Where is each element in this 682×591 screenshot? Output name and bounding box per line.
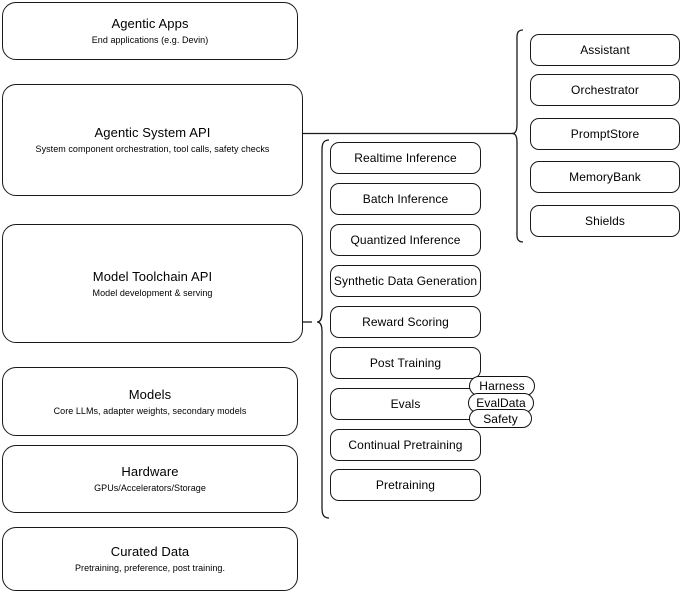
component-label: Post Training [369, 356, 442, 370]
component-box-shields[interactable]: Shields [530, 205, 680, 237]
component-box-quantized-inference[interactable]: Quantized Inference [330, 224, 481, 256]
layer-box-model-toolchain-api[interactable]: Model Toolchain API Model development & … [2, 224, 303, 343]
component-box-evals[interactable]: Evals [330, 388, 481, 420]
component-box-pretraining[interactable]: Pretraining [330, 469, 481, 501]
layer-box-hardware[interactable]: Hardware GPUs/Accelerators/Storage [2, 445, 298, 513]
component-box-post-training[interactable]: Post Training [330, 347, 481, 379]
component-box-continual-pretraining[interactable]: Continual Pretraining [330, 429, 481, 461]
layer-subtitle: Model development & serving [92, 287, 213, 298]
layer-title: Agentic Apps [111, 16, 189, 31]
component-box-reward-scoring[interactable]: Reward Scoring [330, 306, 481, 338]
evals-detail-pill-safety[interactable]: Safety [469, 409, 532, 428]
layer-box-agentic-apps[interactable]: Agentic Apps End applications (e.g. Devi… [2, 2, 298, 60]
component-label: Batch Inference [362, 192, 449, 206]
brace-agentic-components [511, 29, 524, 243]
component-label: Shields [584, 214, 626, 228]
component-label: MemoryBank [569, 170, 641, 184]
evals-detail-label: Harness [479, 379, 525, 393]
component-label: Quantized Inference [350, 233, 461, 247]
component-box-memorybank[interactable]: MemoryBank [530, 161, 680, 193]
layer-subtitle: GPUs/Accelerators/Storage [94, 483, 206, 493]
component-box-promptstore[interactable]: PromptStore [530, 118, 680, 150]
layer-title: Models [128, 386, 172, 402]
layer-title: Agentic System API [94, 125, 211, 140]
component-label: PromptStore [570, 127, 640, 141]
component-label: Reward Scoring [362, 315, 449, 329]
brace-toolchain-components [316, 139, 330, 519]
component-box-orchestrator[interactable]: Orchestrator [530, 74, 680, 106]
component-label: Assistant [580, 43, 630, 57]
layer-subtitle: System component orchestration, tool cal… [35, 144, 270, 154]
component-label: Synthetic Data Generation [333, 274, 478, 288]
layer-title: Hardware [121, 464, 179, 479]
component-label: Realtime Inference [354, 151, 457, 165]
component-box-assistant[interactable]: Assistant [530, 34, 680, 66]
evals-detail-label: EvalData [476, 396, 526, 410]
component-label: Pretraining [375, 478, 436, 492]
layer-title: Model Toolchain API [92, 268, 213, 284]
component-box-synthetic-data-generation[interactable]: Synthetic Data Generation [330, 265, 481, 297]
layer-title: Curated Data [110, 544, 190, 559]
layer-subtitle: Core LLMs, adapter weights, secondary mo… [53, 405, 247, 416]
layer-box-curated-data[interactable]: Curated Data Pretraining, preference, po… [2, 527, 298, 591]
component-label: Evals [390, 397, 421, 411]
layer-box-agentic-system-api[interactable]: Agentic System API System component orch… [2, 84, 303, 196]
layer-subtitle: End applications (e.g. Devin) [91, 35, 209, 45]
component-box-realtime-inference[interactable]: Realtime Inference [330, 142, 481, 174]
layer-subtitle: Pretraining, preference, post training. [74, 563, 226, 573]
component-label: Orchestrator [571, 83, 639, 97]
component-label: Continual Pretraining [348, 438, 463, 452]
layer-box-models[interactable]: Models Core LLMs, adapter weights, secon… [2, 367, 298, 436]
evals-detail-label: Safety [483, 411, 518, 426]
component-box-batch-inference[interactable]: Batch Inference [330, 183, 481, 215]
